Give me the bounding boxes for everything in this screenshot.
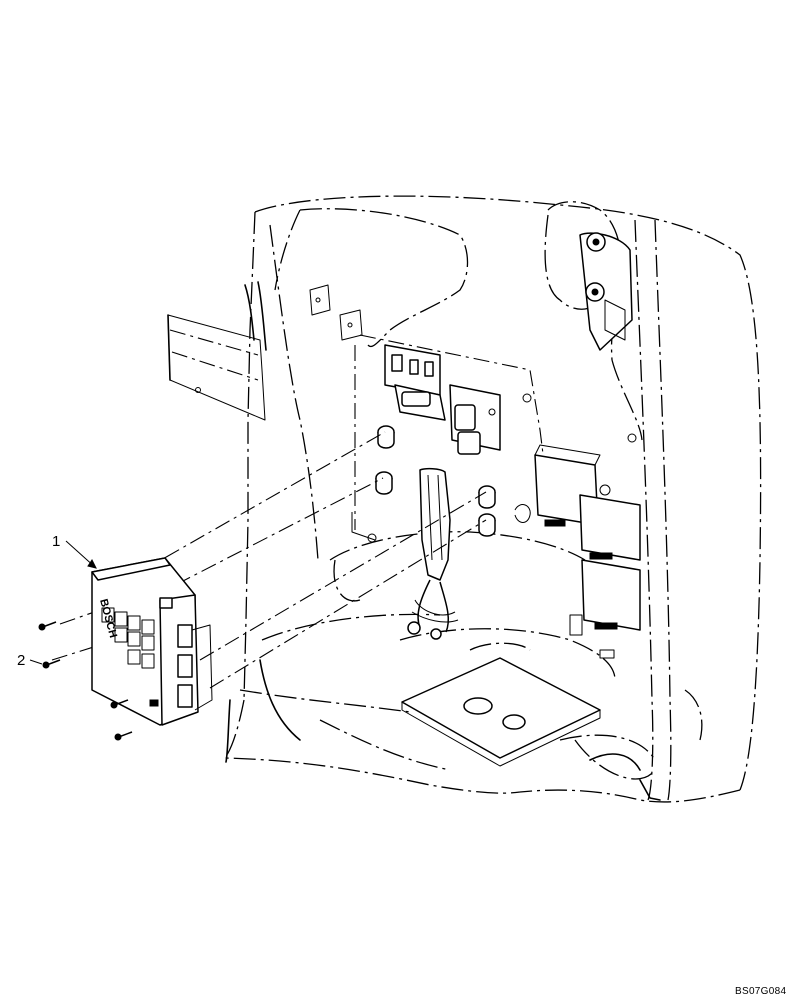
callout-1-label: 1: [52, 533, 60, 550]
spacer-3: [478, 485, 496, 509]
screw-1: [38, 621, 57, 631]
spacer-1: [377, 425, 395, 449]
relay-block-group: [514, 444, 641, 659]
upper-right-bracket: [579, 232, 637, 443]
floor-access-plate: [401, 657, 601, 767]
left-side-panel: [167, 281, 267, 421]
screw-4: [114, 731, 133, 741]
drawing-reference: BS07G084: [735, 986, 786, 997]
mounting-screws: [38, 621, 133, 741]
wiring-harness: [407, 467, 459, 640]
control-module: BOSCH: [91, 557, 213, 726]
connector-board-upper: [384, 344, 501, 455]
screw-3: [110, 699, 129, 709]
spacer-standoffs: [375, 425, 496, 537]
callout-1: 1: [52, 533, 97, 569]
screw-2: [42, 659, 61, 669]
spacer-2: [375, 471, 393, 495]
spacer-4: [478, 513, 496, 537]
callout-2-label: 2: [17, 652, 25, 669]
callout-2: 2: [17, 652, 43, 669]
mounting-panel: [309, 284, 546, 543]
cab-floor-outline: [225, 659, 661, 801]
